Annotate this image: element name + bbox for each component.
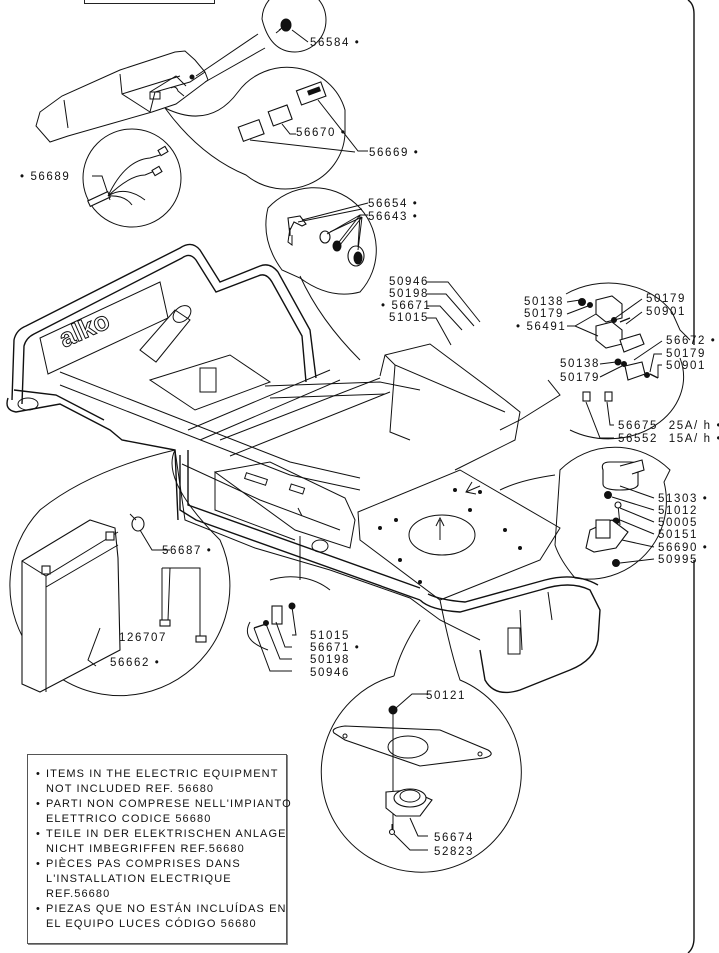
notes-box: •ITEMS IN THE ELECTRIC EQUIPMENT NOT INC…: [27, 754, 291, 944]
label-50138-b: 50138: [560, 358, 600, 370]
label-56669: 56669 •: [369, 147, 419, 159]
label-56584: 56584 •: [310, 37, 360, 49]
label-52823: 52823: [434, 846, 474, 858]
label-50179-a: 50179: [524, 308, 564, 320]
label-50946-bottom: 50946: [310, 667, 350, 679]
label-56687: 56687 •: [162, 545, 212, 557]
bottom-switch-detail: [246, 535, 331, 651]
label-51015-top: 51015: [389, 312, 429, 324]
label-56672: 56672 •: [666, 335, 716, 347]
note-spanish: •PIEZAS QUE NO ESTÁN INCLUÍDAS EN EL EQU…: [36, 903, 287, 930]
battery-detail: [9, 449, 231, 697]
note-italian: •PARTI NON COMPRESE NELL'IMPIANTO ELETTR…: [36, 798, 292, 825]
leader-lines: [253, 208, 663, 851]
label-50901-a: 50901: [646, 306, 686, 318]
label-50138-a: 50138: [524, 296, 564, 308]
label-50946-top: 50946: [389, 276, 429, 288]
seat: [35, 50, 209, 143]
label-51303: 51303 •: [658, 493, 708, 505]
label-56671-bottom: 56671 •: [310, 642, 360, 654]
seat-connector-detail: [164, 66, 368, 190]
brand-logo: alko: [54, 305, 114, 354]
ignition-switch-detail: [265, 187, 377, 361]
label-56643: 56643 •: [368, 211, 418, 223]
label-50995: 50995: [658, 554, 698, 566]
label-51012: 51012: [658, 505, 698, 517]
note-german: •TEILE IN DER ELEKTRISCHEN ANLAGE NICHT …: [36, 828, 287, 855]
label-56654: 56654 •: [368, 198, 418, 210]
label-56670: 56670 •: [296, 127, 346, 139]
label-56689: • 56689: [20, 171, 70, 183]
right-bracket-bottom: [687, 560, 695, 953]
label-50198-top: 50198: [389, 288, 429, 300]
seat-switch-detail: [195, 0, 327, 83]
pointer-arrows: [297, 481, 481, 540]
label-50901-b: 50901: [666, 360, 706, 372]
label-50179-b: 50179: [646, 293, 686, 305]
relay-detail: [499, 282, 691, 440]
note-english: •ITEMS IN THE ELECTRIC EQUIPMENT NOT INC…: [36, 768, 279, 795]
label-56662: 56662 •: [110, 657, 160, 669]
label-56491: • 56491: [516, 321, 566, 333]
label-56690: 56690 •: [658, 542, 708, 554]
label-50121: 50121: [426, 690, 466, 702]
right-bracket-top: [687, 0, 695, 345]
socket-detail: [320, 599, 522, 873]
solenoid-detail: [499, 446, 671, 580]
label-56674: 56674: [434, 832, 474, 844]
label-56675: 56675 25A/ h •: [618, 420, 719, 432]
label-50179-d: 50179: [666, 348, 706, 360]
label-50005: 50005: [658, 517, 698, 529]
wiring-harness-detail: [82, 128, 182, 228]
label-51015-bottom: 51015: [310, 630, 350, 642]
part-labels: 56584 • 56670 • 56669 • • 56689 56654 • …: [20, 37, 719, 858]
note-french: •PIÈCES PAS COMPRISES DANS L'INSTALLATIO…: [36, 858, 241, 900]
label-56552: 56552 15A/ h •: [618, 433, 719, 445]
label-50198-bottom: 50198: [310, 654, 350, 666]
title-block-frame: [84, 0, 215, 4]
label-126707: 126707: [119, 632, 167, 644]
label-50151: 50151: [658, 529, 698, 541]
label-50179-c: 50179: [560, 372, 600, 384]
label-56671-top: • 56671: [381, 300, 431, 312]
